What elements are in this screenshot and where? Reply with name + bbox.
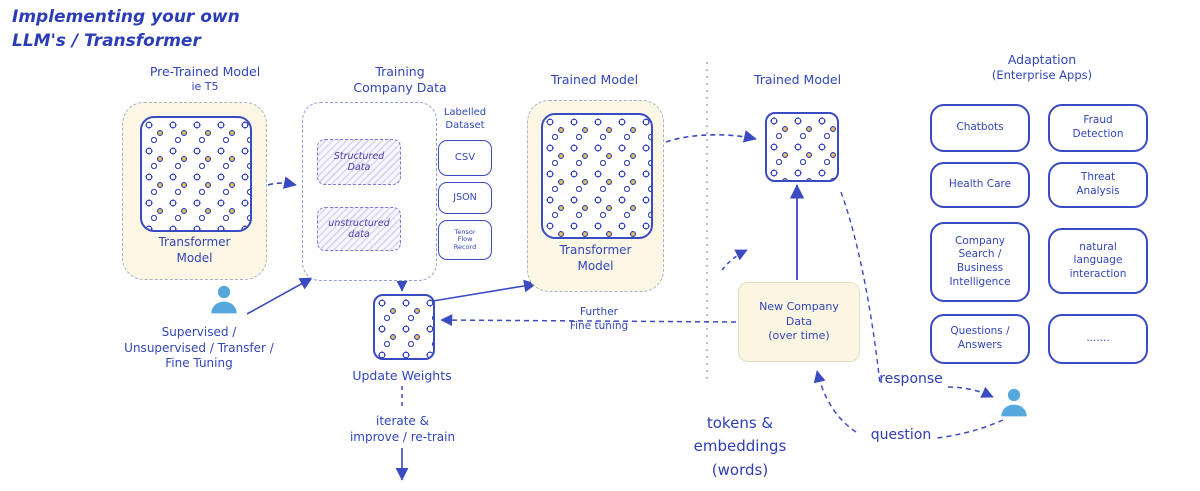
tensorflow-record-box: Tensor Flow Record — [438, 220, 492, 260]
arrow-pretrained-to-training — [267, 176, 297, 189]
pretrained-model-sublabel: ie T5 — [191, 80, 219, 93]
arrow-update-weights-to-trained — [432, 279, 537, 302]
user-icon — [208, 282, 240, 318]
trained-model-container: Transformer Model — [527, 100, 664, 292]
page-title: Implementing your own LLM's / Transforme… — [12, 7, 240, 51]
unstructured-data-box: unstructured data — [317, 207, 401, 251]
arrow-question-to-new-data — [813, 370, 857, 433]
further-fine-tuning-label: Further Fine tuning — [569, 306, 629, 332]
response-label: response — [879, 371, 943, 387]
training-data-label: Training Company Data — [353, 64, 447, 96]
app-box-company-search-bi: Company Search / Business Intelligence — [930, 222, 1030, 302]
deployed-model-label: Trained Model — [753, 72, 842, 87]
app-box-natural-language: natural language interaction — [1048, 228, 1148, 294]
app-box-chatbots: Chatbots — [930, 104, 1030, 152]
trained-transformer-label: Transformer Model — [559, 243, 632, 273]
question-label: question — [870, 427, 932, 443]
labelled-dataset-label: Labelled Dataset — [443, 107, 487, 131]
structured-data-box: Structured Data — [317, 139, 401, 185]
adaptation-sublabel: (Enterprise Apps) — [991, 68, 1093, 82]
trained-transformer-box — [541, 113, 653, 239]
pretrained-transformer-label: Transformer Model — [158, 235, 231, 265]
app-box-more: ....... — [1048, 314, 1148, 364]
json-box: JSON — [438, 182, 492, 214]
iterate-label: iterate & improve / re-train — [349, 414, 456, 444]
training-data-container: Structured Data unstructured data — [302, 102, 437, 281]
csv-box: CSV — [438, 140, 492, 176]
update-weights-box — [373, 294, 435, 360]
app-box-fraud-detection: Fraud Detection — [1048, 104, 1148, 152]
pretrained-transformer-box — [140, 116, 252, 232]
tokens-embeddings-label: tokens & embeddings (words) — [693, 414, 787, 479]
new-company-data-box: New Company Data (over time) — [738, 282, 860, 362]
arrow-user-to-question — [935, 419, 1004, 439]
app-box-health-care: Health Care — [930, 162, 1030, 208]
supervision-label: Supervised / Unsupervised / Transfer / F… — [124, 325, 274, 371]
update-weights-label: Update Weights — [352, 368, 452, 383]
app-box-questions-answers: Questions / Answers — [930, 314, 1030, 364]
trained-model-label: Trained Model — [550, 72, 639, 87]
pretrained-model-container: Transformer Model — [122, 102, 267, 280]
arrow-user-to-training — [246, 277, 313, 315]
pretrained-model-label: Pre-Trained Model — [149, 64, 261, 79]
arrow-tokens-hint — [721, 249, 748, 271]
end-user-icon — [998, 384, 1030, 422]
deployed-model-box — [765, 112, 839, 182]
adaptation-label: Adaptation — [1007, 52, 1077, 67]
app-box-threat-analysis: Threat Analysis — [1048, 162, 1148, 208]
arrow-trained-to-deployed — [665, 130, 757, 143]
arrow-response-to-user — [947, 386, 994, 398]
